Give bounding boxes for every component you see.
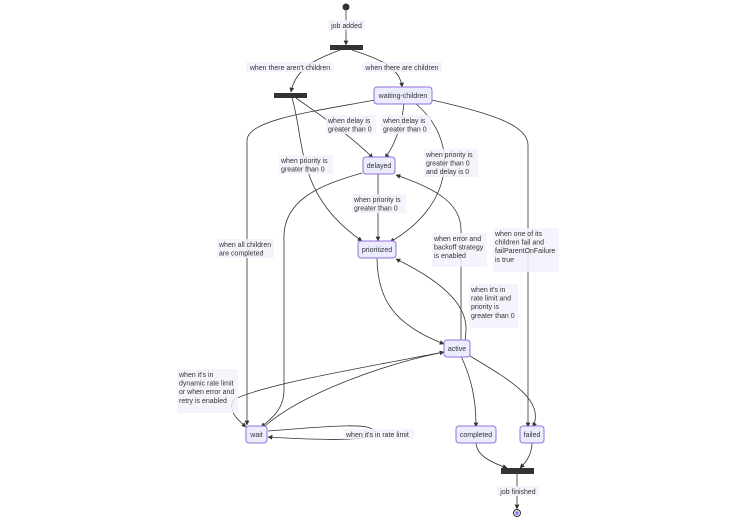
label-has-children: when there are children <box>362 62 442 72</box>
state-prioritized: prioritized <box>357 240 397 259</box>
state-label: completed <box>460 432 492 439</box>
fork-bar-top <box>330 45 363 50</box>
svg-text:job finished: job finished <box>499 489 536 496</box>
end-node-inner <box>515 511 519 515</box>
state-label: waiting-children <box>378 93 428 100</box>
edge-completed-join <box>475 441 508 469</box>
edge-active-prioritized <box>395 258 467 343</box>
svg-text:when there are children: when there are children <box>364 65 438 72</box>
state-completed: completed <box>455 425 497 444</box>
state-label: prioritized <box>362 247 392 254</box>
edge-wait-active <box>264 350 445 427</box>
label-rate-limit: when it's in rate limit <box>344 429 414 439</box>
state-wait: wait <box>245 425 268 444</box>
label-job-finished: job finished <box>497 486 539 496</box>
edge-failed-join <box>519 441 533 469</box>
state-failed: failed <box>519 425 545 444</box>
svg-text:job added: job added <box>330 23 362 30</box>
label-no-children: when there aren't children <box>246 62 334 72</box>
edge-active-failed <box>469 355 537 428</box>
state-label: active <box>448 346 466 353</box>
svg-text:when it's in rate limit: when it's in rate limit <box>345 432 409 439</box>
edge-active-wait <box>231 351 445 428</box>
join-bar-bottom <box>501 468 534 474</box>
state-waiting-children: waiting-children <box>373 86 433 105</box>
edges <box>231 11 537 510</box>
state-delayed: delayed <box>362 156 396 175</box>
svg-text:when there aren't children: when there aren't children <box>249 65 330 72</box>
edge-waiting-wait <box>244 99 376 426</box>
edge-active-completed <box>460 355 479 428</box>
state-label: wait <box>249 432 263 439</box>
state-label: delayed <box>367 163 392 170</box>
start-node <box>342 3 350 11</box>
state-label: failed <box>524 432 541 439</box>
edge-active-delayed <box>395 174 462 342</box>
edge-delayed-wait <box>260 172 363 428</box>
label-job-added: job added <box>328 20 365 30</box>
state-active: active <box>443 339 471 358</box>
edge-waiting-failed <box>431 99 531 428</box>
fork-bar-children <box>274 93 307 98</box>
edge-prioritized-active <box>376 256 445 345</box>
